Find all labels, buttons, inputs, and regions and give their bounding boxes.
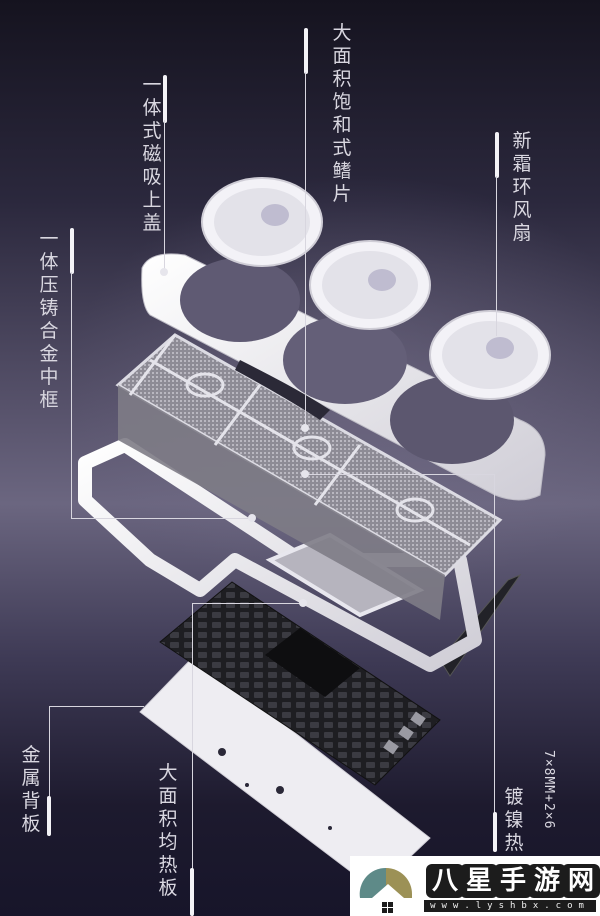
callout-line (164, 120, 165, 272)
callout-line (71, 518, 251, 519)
logo-char: 手 (494, 864, 532, 898)
fan-1-shape (201, 177, 323, 267)
callout-line (192, 603, 302, 604)
callout-bar (163, 75, 167, 123)
callout-bar (493, 812, 497, 852)
logo-char: 八 (426, 864, 464, 898)
callout-bar (47, 796, 51, 836)
callout-line (49, 706, 144, 707)
callout-bar (190, 868, 194, 916)
fan-3-shape (429, 310, 551, 400)
callout-magnetic-top-cover: 一体式磁吸上盖 (142, 74, 162, 234)
callout-bar (70, 228, 74, 274)
callout-line (496, 176, 497, 336)
callout-metal-backplate: 金属背板 (21, 744, 41, 835)
house-logo-icon (359, 867, 412, 913)
callout-dot (248, 514, 256, 522)
io-bracket-shape (439, 573, 522, 677)
pcb-shape (159, 581, 441, 786)
callout-dot (301, 470, 309, 478)
callout-new-frost-ring-fans: 新霜环风扇 (512, 130, 532, 244)
callout-dot (299, 599, 307, 607)
callout-vapor-chamber-plate: 大面积均热板 (158, 762, 178, 899)
callout-line (494, 474, 495, 844)
logo-url-text: www.lyshbx.com (424, 900, 596, 912)
callout-bar (495, 132, 499, 178)
watermark-logo: 八 星 手 游 网 www.lyshbx.com (350, 856, 600, 916)
callout-line (71, 272, 72, 519)
logo-char: 星 (460, 864, 498, 898)
metal-backplate-shape (139, 654, 431, 891)
callout-bar (304, 28, 308, 74)
heatpipe-spec-text: 7×8MM+2×6 (541, 750, 556, 830)
logo-char: 游 (528, 864, 566, 898)
callout-die-cast-midframe: 一体压铸合金中框 (39, 228, 59, 411)
fan-2-shape (309, 240, 431, 330)
callout-line (305, 474, 495, 475)
callout-nickel-heatpipes: 镀镍热 (504, 786, 524, 854)
callout-line (192, 603, 193, 916)
heatsink-fins-shape (115, 333, 503, 620)
callout-large-fin-heatsink: 大面积饱和式鳍片 (332, 22, 352, 205)
logo-char: 网 (562, 864, 600, 898)
callout-line (49, 706, 50, 836)
callout-dot (301, 424, 309, 432)
callout-dot (160, 268, 168, 276)
callout-line (305, 72, 306, 424)
